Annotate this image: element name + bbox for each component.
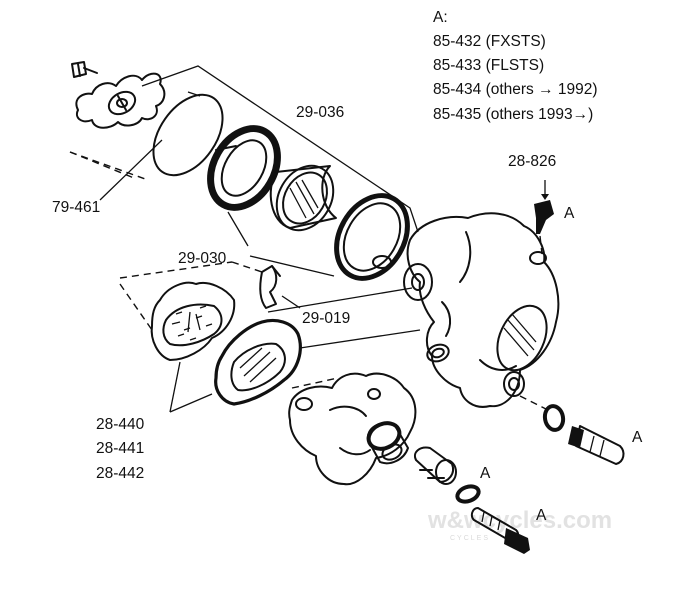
marker-a-pin: A: [632, 429, 643, 446]
label-piston-seal: 29-030: [178, 250, 227, 267]
label-pad-3: 28-442: [96, 465, 144, 482]
label-cover-gasket: 79-461: [52, 199, 100, 216]
seal-kit-bracket: [141, 65, 419, 233]
mounting-pin-washer: [519, 395, 566, 432]
leader-piston-seal-2: [249, 255, 335, 277]
brake-pad-right: [214, 318, 302, 406]
leader-clip: [281, 295, 301, 309]
brake-pad-left: [150, 281, 236, 361]
label-pad-1: 28-440: [96, 416, 145, 433]
piston-seal-ring: [207, 125, 281, 211]
legend-line-2: 85-433 (FLSTS): [433, 57, 544, 74]
cover-gasket: [152, 93, 224, 177]
guide-line-pad-left: [119, 283, 153, 331]
bracket-bushing: [366, 421, 409, 465]
legend: A: 85-432 (FXSTS) 85-433 (FLSTS) 85-434 …: [433, 9, 598, 123]
leader-cover-gasket: [99, 139, 163, 201]
guide-line-pad-top: [119, 261, 233, 279]
guide-line-cover: [69, 151, 135, 179]
cover-screw: [71, 61, 98, 78]
caliper-washer: [455, 484, 481, 504]
caliper-body: [403, 212, 560, 408]
mounting-bracket: [288, 372, 417, 486]
label-clip: 29-019: [302, 310, 350, 327]
marker-a-nut: A: [480, 465, 491, 482]
label-seal-kit: 29-036: [296, 104, 344, 121]
guide-line-cover-2: [69, 151, 149, 181]
watermark-text: w&wcycles.com: [427, 507, 612, 534]
leader-pad-right: [169, 393, 213, 413]
watermark-sub: CYCLES: [450, 535, 490, 542]
legend-line-1: 85-432 (FXSTS): [433, 33, 546, 50]
legend-heading: A:: [433, 9, 448, 26]
body-o-ring: [426, 343, 450, 363]
bleeder-screw: [534, 180, 554, 255]
watermark: w&wcycles.com CYCLES: [427, 507, 612, 542]
piston: [269, 164, 337, 232]
leader-piston-seal-1: [227, 211, 249, 247]
marker-a-bleeder: A: [564, 205, 575, 222]
marker-a-bolt: A: [536, 507, 547, 524]
label-pad-2: 28-441: [96, 440, 144, 457]
legend-line-3: 85-434 (others → 1992): [433, 81, 598, 98]
caliper-nut: [414, 446, 457, 485]
mounting-pin: [568, 425, 625, 465]
legend-line-4: 85-435 (others 1993→): [433, 106, 593, 123]
pad-clip: [259, 265, 281, 309]
guide-line-pad-bottom: [291, 377, 339, 389]
label-bleeder: 28-826: [508, 153, 556, 170]
pad-to-body-line: [267, 287, 413, 313]
outer-seal-ring: [334, 193, 410, 281]
leader-pad-left: [169, 361, 181, 413]
dust-cover: [75, 72, 166, 129]
caliper-bolt: [470, 507, 530, 554]
